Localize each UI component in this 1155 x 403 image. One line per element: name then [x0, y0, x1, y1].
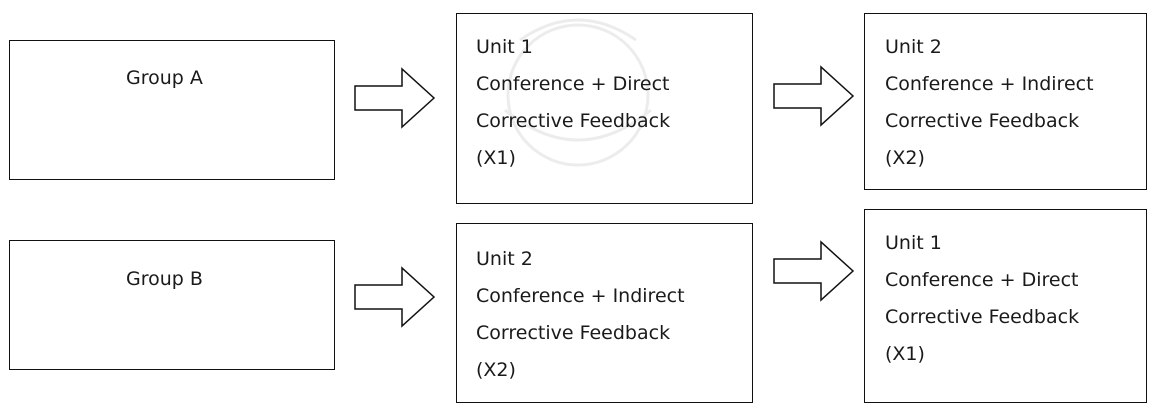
arrow-b2-icon: [773, 240, 855, 302]
group-a-unit2-box: [864, 13, 1147, 190]
group-b-unit1-text: Unit 2 Conference + Indirect Corrective …: [476, 247, 685, 395]
unit-code: (X2): [885, 147, 925, 169]
unit-line-1: Conference + Direct: [476, 73, 670, 95]
unit-code: (X2): [476, 359, 516, 381]
unit-title: Unit 2: [476, 248, 533, 270]
unit-line-2: Corrective Feedback: [476, 322, 671, 344]
group-b-label: Group B: [126, 268, 203, 290]
arrow-a1-icon: [354, 67, 436, 129]
unit-line-2: Corrective Feedback: [885, 306, 1080, 328]
unit-line-1: Conference + Direct: [885, 269, 1079, 291]
unit-code: (X1): [476, 147, 516, 169]
unit-line-1: Conference + Indirect: [476, 285, 685, 307]
group-a-label: Group A: [126, 67, 203, 89]
group-a-unit1-text: Unit 1 Conference + Direct Corrective Fe…: [476, 35, 670, 183]
arrow-a2-icon: [773, 65, 855, 127]
group-b-box: [9, 240, 335, 370]
unit-title: Unit 1: [476, 36, 533, 58]
unit-code: (X1): [885, 343, 925, 365]
unit-title: Unit 1: [885, 232, 942, 254]
unit-line-2: Corrective Feedback: [885, 110, 1080, 132]
group-a-box: [9, 40, 335, 180]
arrow-b1-icon: [354, 266, 436, 328]
unit-title: Unit 2: [885, 36, 942, 58]
group-a-unit1-box: [456, 13, 753, 204]
group-a-unit2-text: Unit 2 Conference + Indirect Corrective …: [885, 35, 1094, 183]
unit-line-1: Conference + Indirect: [885, 73, 1094, 95]
unit-line-2: Corrective Feedback: [476, 110, 671, 132]
group-b-unit2-text: Unit 1 Conference + Direct Corrective Fe…: [885, 231, 1079, 379]
